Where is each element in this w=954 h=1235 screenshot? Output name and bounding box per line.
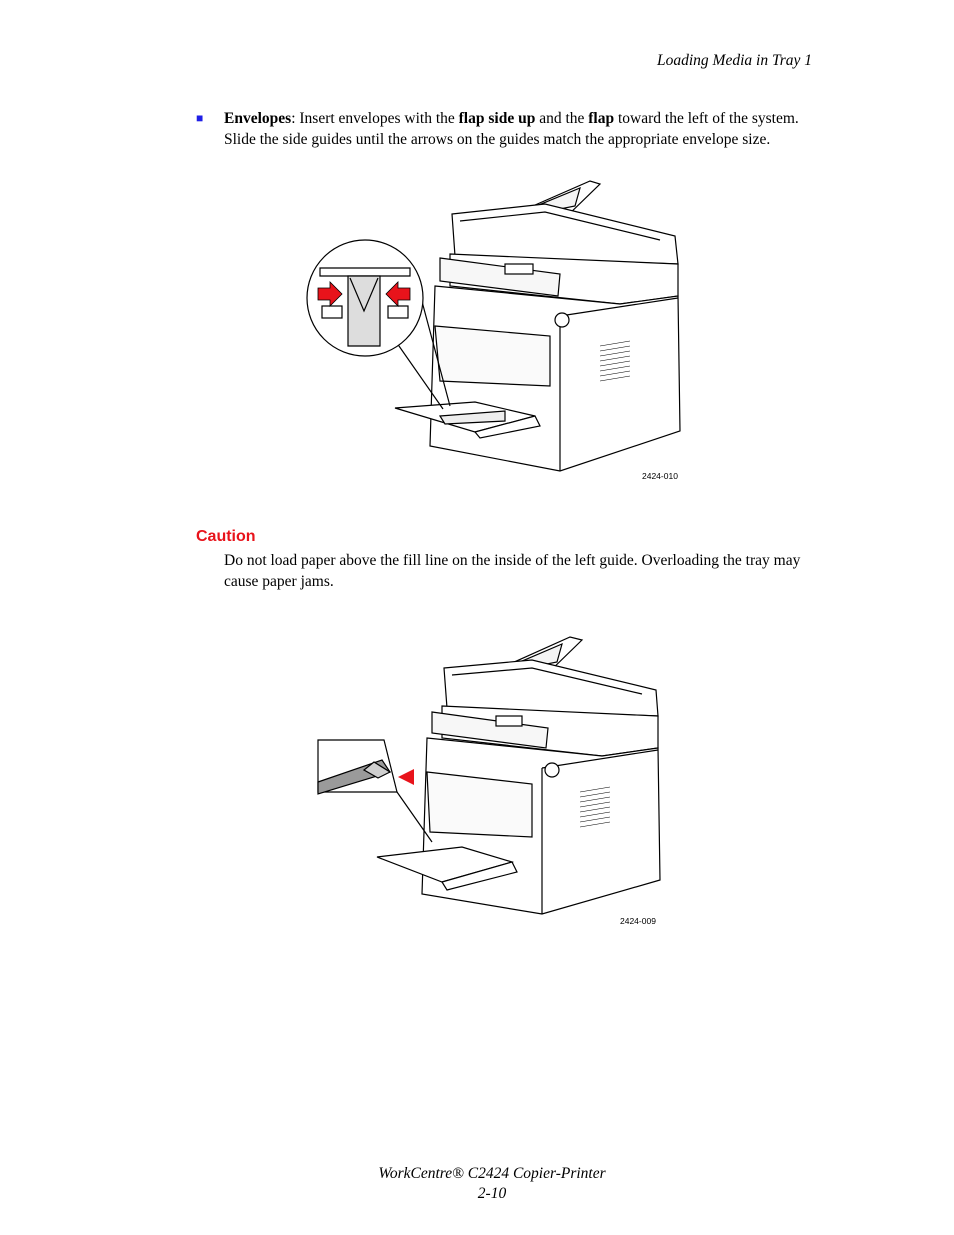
running-header: Loading Media in Tray 1	[656, 52, 812, 69]
text-segment: toward the left of the system. Slide the…	[224, 110, 799, 148]
footer-page-number: 2-10	[477, 1185, 507, 1202]
caution-heading: Caution	[196, 528, 256, 545]
text-segment: : Insert envelopes with the	[291, 110, 459, 127]
fill-line-illustration	[317, 636, 661, 915]
term-flap: flap	[588, 110, 615, 127]
envelope-loading-illustration	[306, 180, 681, 472]
text-segment: and the	[535, 110, 589, 127]
figure-id-label: 2424-010	[642, 471, 678, 481]
page-footer: WorkCentre® C2424 Copier-Printer 2-10	[0, 1164, 954, 1204]
footer-product: WorkCentre® C2424 Copier-Printer	[378, 1165, 606, 1182]
envelopes-instructions: Envelopes: Insert envelopes with the fla…	[224, 108, 816, 150]
caution-text: Do not load paper above the fill line on…	[224, 552, 801, 590]
square-bullet-icon: ■	[196, 111, 204, 125]
envelopes-bullet: ■ Envelopes: Insert envelopes with the f…	[196, 108, 816, 150]
term-flap-side-up: flap side up	[458, 110, 536, 127]
figure-id-label: 2424-009	[620, 916, 656, 926]
term-envelopes: Envelopes	[224, 110, 292, 127]
